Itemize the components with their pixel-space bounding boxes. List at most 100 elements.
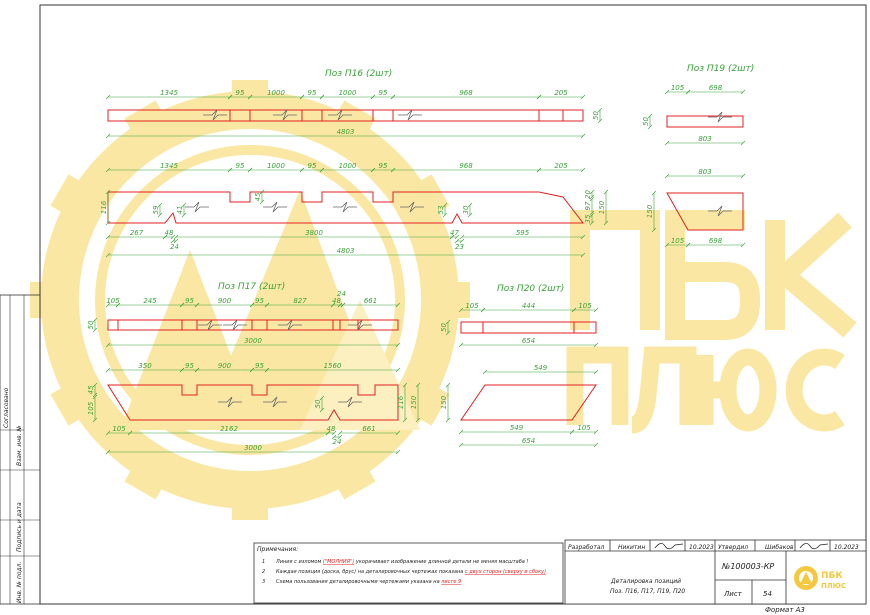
- strip-sign-date: Подпись и дата: [16, 502, 23, 552]
- dimension-value: 45: [254, 192, 262, 201]
- p19-top-view: [666, 115, 744, 128]
- dimension: 549: [458, 424, 575, 435]
- dimension-value: 95: [236, 89, 245, 97]
- dimension-value: 95: [308, 89, 317, 97]
- dimension-value: 105: [87, 401, 95, 415]
- dimension: 95: [370, 89, 396, 100]
- break-line-symbol: [708, 205, 732, 217]
- dimension: 53: [437, 202, 448, 218]
- break-line-symbol: [328, 109, 352, 121]
- dimension: 803: [664, 168, 746, 179]
- dimension-value: 549: [534, 364, 548, 372]
- developed-label: Разработал: [568, 544, 605, 551]
- dimension: 95: [299, 89, 325, 100]
- dimension-value: 105: [578, 302, 592, 310]
- gear-tooth: [430, 282, 470, 318]
- sheet-number: 54: [763, 590, 772, 598]
- sheet-label: Лист: [723, 590, 743, 598]
- gear-tooth: [324, 446, 376, 500]
- dimension-value: 105: [465, 302, 479, 310]
- developer-date: 10.2023: [689, 544, 714, 551]
- dimension-value: 47: [450, 229, 459, 237]
- dimension: 105: [569, 424, 599, 435]
- break-line-symbol: [263, 396, 287, 408]
- dimension-value: 968: [459, 162, 473, 170]
- dimension: 50: [440, 319, 451, 336]
- developer-name: Никитин: [618, 544, 645, 551]
- title-block-text: Разработал Никитин 10.2023 Утвердил Шиба…: [568, 543, 859, 614]
- dimension-value: 150: [410, 395, 418, 409]
- dimension-value: 350: [138, 362, 152, 370]
- dimension-value: 1345: [160, 89, 178, 97]
- dimension-value: 3000: [244, 444, 262, 452]
- developer-signature: [654, 543, 684, 550]
- dimension-value: 900: [218, 297, 232, 305]
- gear-tooth: [124, 446, 176, 500]
- dimension-value: 59: [152, 205, 160, 214]
- gear-tooth: [50, 174, 104, 226]
- dimension: 1560: [264, 362, 401, 373]
- dimension: 698: [685, 237, 746, 248]
- dimension-value: 1000: [267, 89, 285, 97]
- strip-replace-inv: Взам. инв. №: [16, 425, 23, 466]
- dimension-value: 95: [255, 362, 264, 370]
- dimension-value: 95: [255, 297, 264, 305]
- dimension: 20: [584, 190, 595, 200]
- strip-agreed: Согласовано: [3, 387, 10, 428]
- dimension-value: 50: [314, 399, 322, 408]
- gear-tooth: [124, 100, 176, 154]
- dimension-value: 30: [462, 205, 470, 214]
- dimension-value: 654: [522, 337, 535, 345]
- dimension-value: 24: [170, 243, 179, 251]
- dimension: 48: [325, 425, 337, 436]
- break-line-symbol: [218, 396, 242, 408]
- p17-top-view: [107, 319, 399, 331]
- dimension-value: 95: [308, 162, 317, 170]
- break-line-symbol: [398, 109, 422, 121]
- dimension: 661: [337, 425, 401, 436]
- dimension: 47: [449, 229, 459, 240]
- p19-title: Поз П19 (2шт): [687, 64, 754, 74]
- dimension: 35: [584, 212, 595, 226]
- note-number: 1: [262, 559, 265, 565]
- dimension-value: 105: [671, 237, 685, 245]
- dimension: 50: [87, 317, 98, 333]
- dimension-value: 20: [584, 190, 592, 199]
- dimension-value: 150: [598, 200, 606, 214]
- side-strip: Согласовано Взам. инв. № Подпись и дата …: [3, 387, 23, 603]
- dimension: 24: [170, 238, 179, 251]
- dimension: 59: [152, 202, 163, 218]
- p17-title: Поз П17 (2шт): [218, 282, 285, 292]
- gear-tooth: [396, 174, 450, 226]
- dimension-value: 53: [437, 206, 445, 215]
- dimension-value: 95: [185, 362, 194, 370]
- break-line-symbol: [223, 319, 247, 331]
- dimension: 150: [598, 189, 609, 226]
- dimension-value: 48: [327, 425, 336, 433]
- note-text: Линия с изломом ("МОЛНИЯ") укорачивает и…: [275, 559, 528, 565]
- watermark-lettering-plus: [566, 346, 845, 434]
- break-line-symbol: [263, 201, 287, 213]
- dimension-value: 116: [397, 395, 405, 409]
- dimension-value: 41: [176, 206, 184, 215]
- p16-title: Поз П16 (2шт): [325, 69, 392, 79]
- dimension-value: 661: [364, 297, 377, 305]
- p20-side-view: [460, 384, 597, 421]
- dimension: 549: [482, 364, 599, 375]
- dimension: 41: [176, 202, 187, 218]
- dimension-value: 661: [362, 425, 375, 433]
- dimension-value: 50: [87, 320, 95, 329]
- description-line1: Деталировка позиций: [610, 578, 681, 585]
- dimension: 595: [459, 229, 586, 240]
- dimension-value: 1000: [267, 162, 285, 170]
- watermark-lettering-pbk: [570, 210, 857, 340]
- dimension: 698: [685, 84, 746, 95]
- break-line-symbol: [348, 319, 372, 331]
- gear-tooth: [50, 374, 104, 426]
- approver-signature: [799, 543, 829, 550]
- dimension-value: 95: [379, 89, 388, 97]
- title-block: [564, 539, 867, 605]
